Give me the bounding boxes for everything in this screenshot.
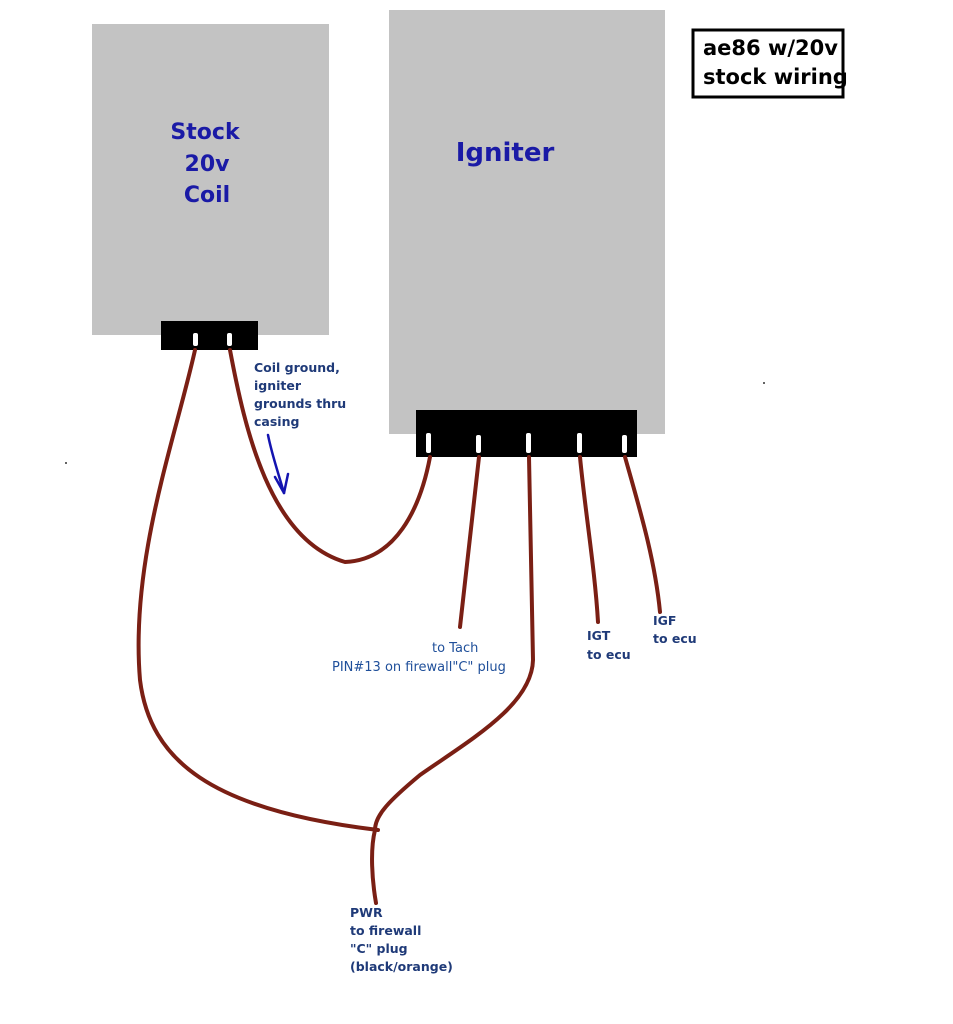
coil-pin-2 [227,333,232,346]
tach-note-line-1: to Tach [432,641,478,656]
coil-label-line-2: 20v [185,152,231,177]
pwr-note-line-3: "C" plug [350,941,408,956]
title-line-2: stock wiring [703,65,848,89]
igniter-block [389,10,665,434]
coil-label-line-1: Stock [170,120,241,145]
title-line-1: ae86 w/20v [703,36,838,60]
coil-connector [161,321,258,350]
stray-dot [763,382,765,384]
tach-note-line-2: PIN#13 on firewall"C" plug [332,660,506,675]
coil-ground-note-line-1: Coil ground, [254,360,340,375]
ground-arrow-icon [266,433,286,495]
igniter-pin-1 [426,433,431,453]
pwr-feed-wire [370,828,378,905]
igt-wire [578,455,600,624]
tach-wire [458,455,481,629]
coil-ground-wire [228,348,432,564]
pwr-note-line-4: (black/orange) [350,959,453,974]
title-frame [691,28,845,99]
igt-note-line-2: to ecu [587,647,631,662]
ground-arrow-head-icon [273,472,290,495]
coil-ground-note-line-3: grounds thru [254,396,346,411]
igf-wire [623,455,662,614]
coil-power-wire [136,348,380,832]
coil-label-line-3: Coil [184,183,230,208]
coil-block [92,24,329,335]
igf-note-line-1: IGF [653,613,676,628]
igt-note-line-1: IGT [587,628,611,643]
coil-pin-1 [193,333,198,346]
igniter-power-wire [373,455,535,832]
pwr-note-line-1: PWR [350,905,383,920]
igniter-label: Igniter [456,138,555,168]
coil-ground-note-line-4: casing [254,414,299,429]
coil-ground-note-line-2: igniter [254,378,302,393]
stray-dot [65,462,67,464]
igniter-pin-2 [476,435,481,453]
igniter-pin-5 [622,435,627,453]
igniter-pin-4 [577,433,582,453]
pwr-note-line-2: to firewall [350,923,421,938]
igniter-pin-3 [526,433,531,453]
igf-note-line-2: to ecu [653,631,697,646]
